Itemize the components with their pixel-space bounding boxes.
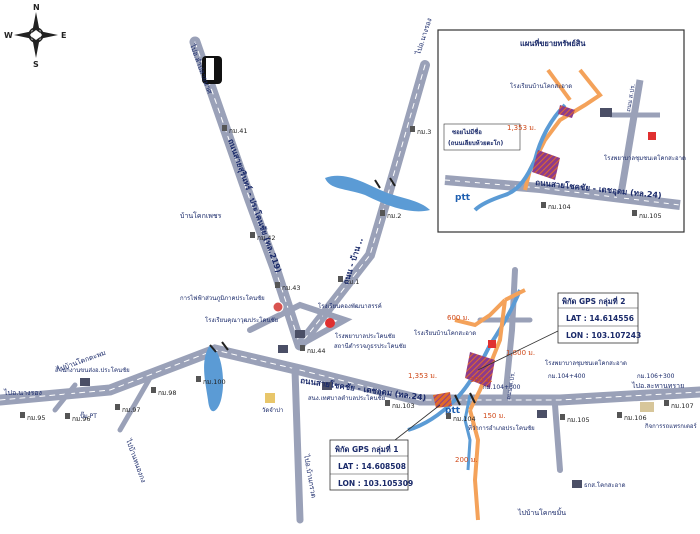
label-side-road: ถนน ส.ปร. <box>505 371 517 400</box>
svg-text:กม.2: กม.2 <box>387 212 401 220</box>
label-school-left: โรงเรียนคุณาวุฒประโคนชัย <box>205 316 278 324</box>
parcel-group-1 <box>433 392 452 408</box>
inset-map: แผนที่ขยายทรัพย์สิน ptt โรงเรียนบ้านโคกส… <box>437 29 686 233</box>
km-inline-a: กม.104+400 <box>548 373 586 380</box>
compass-rose: N S W E <box>4 3 66 69</box>
parcel-group-2 <box>465 352 495 388</box>
svg-text:กม.103: กม.103 <box>392 402 415 410</box>
svg-text:กม.44: กม.44 <box>307 347 326 355</box>
svg-text:กม.96: กม.96 <box>72 415 91 423</box>
inset-alley-name-1: ซอยไม่มีชื่อ <box>452 127 482 136</box>
road-network <box>0 36 700 524</box>
label-agri: กิจการรถแทรกเตอร์ <box>645 422 698 430</box>
label-bank: ธกส.โคกสะอาด <box>584 481 626 489</box>
dir-top-right: ไปอ.นางรอง <box>413 17 434 57</box>
road-label-219: ถนนสายสุรินทร์ - ประโคนชัย (ทล.219) <box>225 137 284 274</box>
ptt-logo: ptt <box>445 406 461 416</box>
dist-1800: 1,800 ม. <box>506 349 535 357</box>
label-electric: การไฟฟ้าส่วนภูมิภาคประโคนชัย <box>180 294 265 302</box>
svg-text:LAT : 14.608508: LAT : 14.608508 <box>338 462 406 471</box>
inset-ptt-logo: ptt <box>455 193 471 203</box>
svg-text:กม.97: กม.97 <box>122 406 141 414</box>
svg-text:กม.41: กม.41 <box>229 127 248 135</box>
bridge-icon <box>209 177 476 406</box>
dir-bottom-mid: ไปอ.บ้านกรวด <box>302 453 319 499</box>
compass-s: S <box>33 60 39 69</box>
svg-text:กม.42: กม.42 <box>257 234 276 242</box>
dir-bottom-left: ไปบ้านหนองกง <box>124 437 148 484</box>
dir-bottom-right: ไปบ้านโคกขมิ้น <box>517 506 566 517</box>
km-markers: กม.41 กม.3 กม.2 กม.42 กม.1 กม.43 กม.44 ก… <box>20 125 694 424</box>
compass-w: W <box>4 31 13 40</box>
dist-600: 600 ม. <box>447 314 469 322</box>
electric-marker <box>272 301 284 313</box>
label-hospital-right: โรงพยาบาลชุมชนเตโคกสะอาด <box>545 359 627 367</box>
label-school-right: โรงเรียนบ้านโคกสะอาด <box>414 329 476 337</box>
label-village: บ้านโคกเพชร <box>180 211 222 220</box>
dist-150: 150 ม. <box>483 412 505 420</box>
label-pump: ปั๊ม PT <box>80 411 97 420</box>
svg-text:กม.95: กม.95 <box>27 414 46 422</box>
svg-text:กม.1: กม.1 <box>345 278 359 286</box>
inset-km-105: กม.105 <box>639 212 662 220</box>
dist-1353: 1,353 ม. <box>408 372 437 380</box>
inset-km-104: กม.104 <box>548 203 571 211</box>
svg-text:กม.107: กม.107 <box>671 402 694 410</box>
label-district-office: ที่ว่าการอำเภอประโคนชัย <box>468 424 535 432</box>
compass-e: E <box>61 31 66 40</box>
svg-text:พิกัด GPS กลุ่มที่ 1: พิกัด GPS กลุ่มที่ 1 <box>335 443 399 454</box>
hospital-right-cross <box>488 340 496 348</box>
dist-200: 200 ม. <box>455 456 477 464</box>
hospital-marker <box>325 318 335 328</box>
inset-school: โรงเรียนบ้านโคกสะอาด <box>510 82 572 90</box>
label-police: สถานีตำรวจภูธรประโคนชัย <box>334 342 406 350</box>
svg-text:กม.43: กม.43 <box>282 284 301 292</box>
dir-right: ไปอ.ละหานทราย <box>631 381 684 390</box>
label-temple: วัดจำปา <box>262 407 283 414</box>
svg-text:กม.100: กม.100 <box>203 378 226 386</box>
svg-text:กม.98: กม.98 <box>158 389 177 397</box>
inset-hospital: โรงพยาบาลชุมชนเตโคกสะอาด <box>604 154 686 162</box>
compass-n: N <box>33 3 40 12</box>
km-inline-c: กม.106+300 <box>637 373 675 380</box>
label-municipal: สนง.เทศบาลตำบลประโคนชัย <box>308 394 385 402</box>
svg-text:LON : 103.107243: LON : 103.107243 <box>566 331 641 340</box>
inset-title: แผนที่ขยายทรัพย์สิน <box>520 37 586 48</box>
km-inline-b: กม.104+600 <box>483 384 521 391</box>
dir-left: ไปอ.นางรอง <box>3 388 42 397</box>
svg-text:LON : 103.105309: LON : 103.105309 <box>338 479 413 488</box>
label-hospital: โรงพยาบาลประโคนชัย <box>335 332 395 340</box>
svg-text:พิกัด GPS กลุ่มที่ 2: พิกัด GPS กลุ่มที่ 2 <box>562 295 626 306</box>
dist-300: 300 ม. <box>470 376 492 384</box>
label-school-top: โรงเรียนคองพัฒนาสรรค์ <box>318 302 382 310</box>
gps-box-1: พิกัด GPS กลุ่มที่ 1 LAT : 14.608508 LON… <box>329 439 413 491</box>
svg-text:กม.106: กม.106 <box>624 414 647 422</box>
inset-side-road: ถนน ส.ปร. <box>625 83 637 112</box>
inset-distance: 1,353 ม. <box>507 124 536 132</box>
svg-text:กม.105: กม.105 <box>567 416 590 424</box>
svg-text:กม.3: กม.3 <box>417 128 431 136</box>
svg-text:LAT : 14.614556: LAT : 14.614556 <box>566 314 634 323</box>
building-icon <box>80 330 654 488</box>
inset-alley-name-2: (ถนนเลียบห้วยตะโก) <box>448 139 503 147</box>
label-tax-office: สำนักงานขนส่งอ.ประโคนชัย <box>55 366 130 374</box>
gps-box-2: พิกัด GPS กลุ่มที่ 2 LAT : 14.614556 LON… <box>557 292 641 344</box>
svg-text:กม.104: กม.104 <box>453 415 476 423</box>
